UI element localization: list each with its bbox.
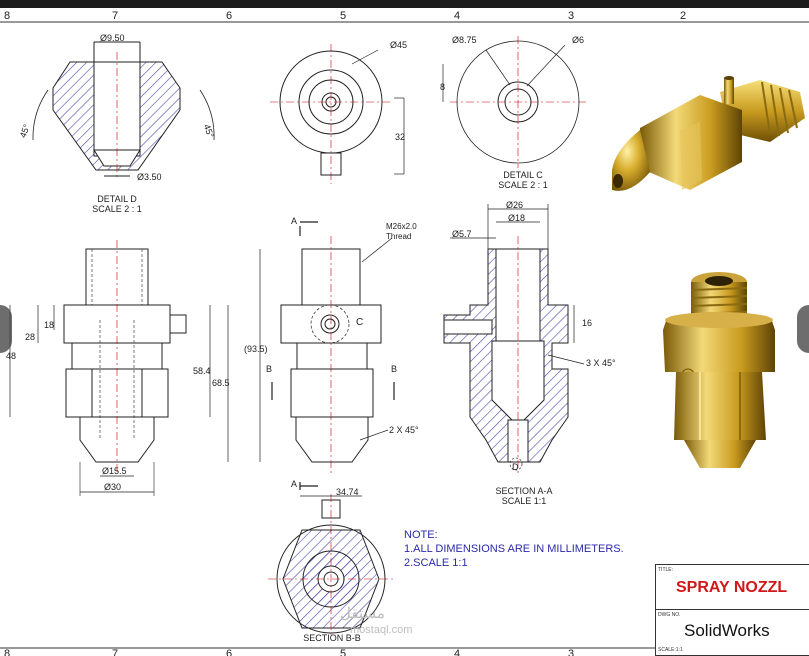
thread-callout: M26x2.0 Thread <box>386 222 417 242</box>
front-dim-58: 58.4 <box>193 366 211 376</box>
front-dim-28: 28 <box>25 332 36 342</box>
side-chamfer: 2 X 45° <box>389 425 419 435</box>
thread-spec: M26x2.0 <box>386 222 417 231</box>
render-3d-vertical <box>663 272 775 468</box>
ruler-label: 4 <box>454 10 461 22</box>
detail-d-marker: D <box>512 462 519 472</box>
top-bar <box>0 0 809 8</box>
ruler-label: 6 <box>226 648 233 656</box>
drawing-note: NOTE: 1.ALL DIMENSIONS ARE IN MILLIMETER… <box>404 528 624 570</box>
top-view <box>270 44 405 184</box>
ruler-label: 7 <box>112 10 119 22</box>
section-a-marker-top: A <box>291 216 298 226</box>
side-dim-935: (93.5) <box>244 344 268 354</box>
section-aa-dia-26: Ø26 <box>506 200 524 210</box>
dwg-field-label: DWG NO. <box>658 612 681 618</box>
render-3d-horizontal <box>612 76 805 191</box>
drawing-title: SPRAY NOZZL <box>676 579 788 596</box>
ruler-label: 6 <box>226 10 233 22</box>
watermark-arabic: مستقل <box>340 605 385 622</box>
caption-line: SCALE 2 : 1 <box>498 180 548 190</box>
ruler-label: 5 <box>340 648 347 656</box>
detail-d-dia-top: Ø9.50 <box>100 33 125 43</box>
ruler-label: 3 <box>568 648 575 656</box>
section-bb-view <box>268 494 394 638</box>
thread-note: Thread <box>386 232 412 241</box>
detail-c-height: 8 <box>440 82 446 92</box>
side-view <box>259 221 395 490</box>
section-bb-width: 34.74 <box>336 487 359 497</box>
section-bb-caption: SECTION B-B <box>303 633 361 643</box>
detail-c-view <box>442 36 586 168</box>
front-dia-30: Ø30 <box>104 482 122 492</box>
detail-d-view <box>32 41 215 180</box>
top-view-height: 32 <box>395 132 406 142</box>
section-aa-dim-16: 16 <box>582 318 593 328</box>
section-a-marker-bottom: A <box>291 479 298 489</box>
prev-image-button[interactable] <box>0 305 12 353</box>
detail-d-dia-bottom: Ø3.50 <box>137 172 162 182</box>
ruler-label: 8 <box>4 648 11 656</box>
caption-line: SECTION A-A <box>495 486 553 496</box>
detail-c-caption: DETAIL C SCALE 2 : 1 <box>488 170 558 190</box>
watermark-latin: mostaql.com <box>350 624 413 636</box>
front-dia-155: Ø15.5 <box>102 466 127 476</box>
note-item: 2.SCALE 1:1 <box>404 557 468 569</box>
ruler-label: 2 <box>680 10 687 22</box>
ruler-label: 8 <box>4 10 11 22</box>
detail-c-marker: C <box>356 317 364 328</box>
section-aa-caption: SECTION A-A SCALE 1:1 <box>484 486 564 506</box>
section-aa-chamfer: 3 X 45° <box>586 358 616 368</box>
front-dim-18: 18 <box>44 320 55 330</box>
front-view <box>9 240 229 496</box>
detail-c-dia-left: Ø8.75 <box>452 35 477 45</box>
detail-c-dia-right: Ø6 <box>572 35 585 45</box>
ruler-label: 3 <box>568 10 575 22</box>
company-name: SolidWorks <box>684 621 770 640</box>
next-image-button[interactable] <box>797 305 809 353</box>
section-aa-view <box>443 204 585 476</box>
scale-field-label: SCALE:1:1 <box>658 647 683 653</box>
section-aa-dia-57: Ø5.7 <box>452 229 472 239</box>
caption-line: DETAIL D <box>97 194 137 204</box>
ruler-label: 5 <box>340 10 347 22</box>
note-item: 1.ALL DIMENSIONS ARE IN MILLIMETERS. <box>404 543 624 555</box>
section-b-marker-left: B <box>266 364 273 374</box>
detail-d-caption: DETAIL D SCALE 2 : 1 <box>82 194 152 214</box>
front-dim-48: 48 <box>6 351 17 361</box>
caption-line: SCALE 2 : 1 <box>92 204 142 214</box>
section-aa-dia-18: Ø18 <box>508 213 526 223</box>
top-ruler: 8 7 6 5 4 3 2 <box>0 10 809 22</box>
title-block: TITLE: SPRAY NOZZL DWG NO. SolidWorks SC… <box>655 564 809 656</box>
caption-line: DETAIL C <box>503 170 543 180</box>
note-heading: NOTE: <box>404 529 438 541</box>
ruler-label: 7 <box>112 648 119 656</box>
top-view-dia: Ø45 <box>390 40 408 50</box>
section-b-marker-right: B <box>391 364 398 374</box>
front-dim-68: 68.5 <box>212 378 230 388</box>
title-divider <box>656 609 809 610</box>
ruler-label: 4 <box>454 648 461 656</box>
title-field-label: TITLE: <box>658 567 674 573</box>
caption-line: SCALE 1:1 <box>501 496 547 506</box>
